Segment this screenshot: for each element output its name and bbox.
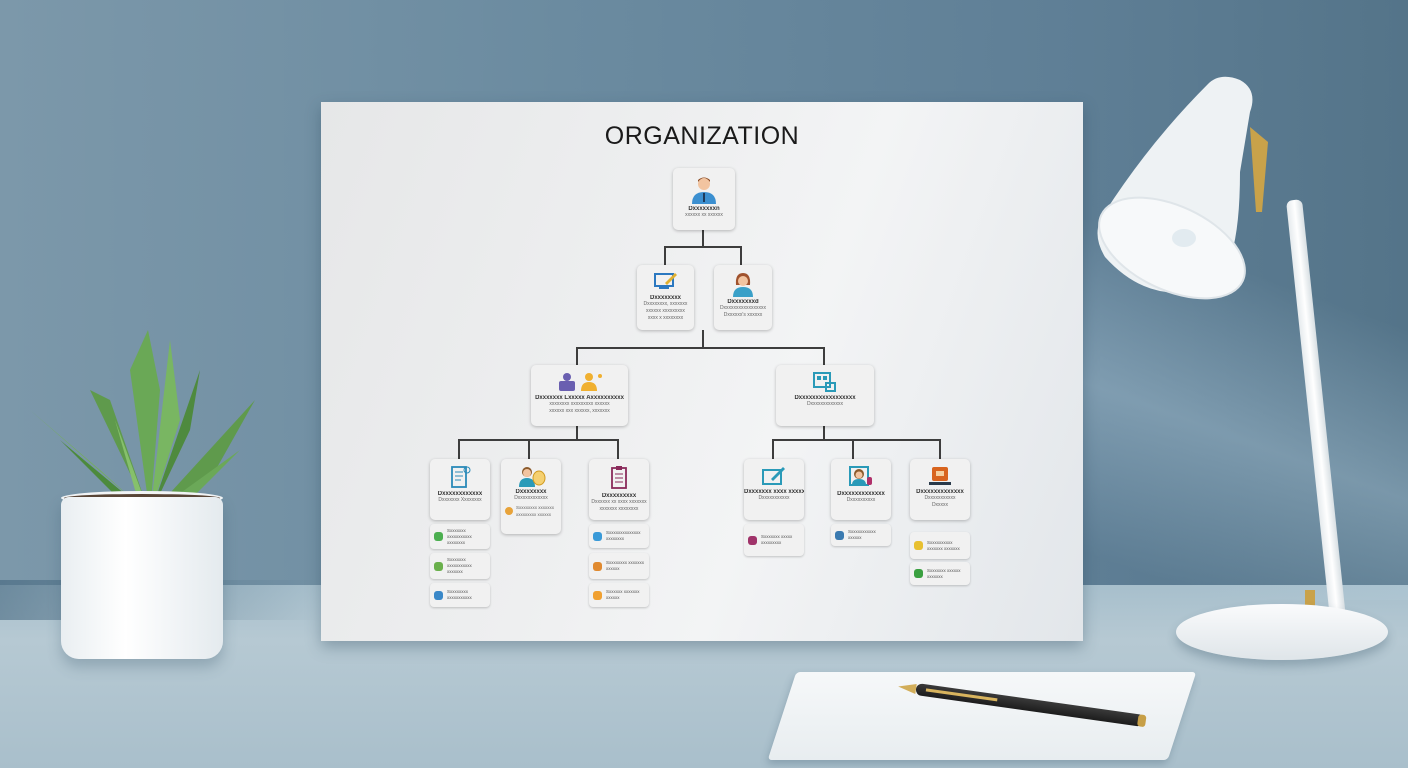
org-node-level3[interactable]: Dxxxxxxxxxxxx Dxxxxxxx Xxxxxxxx [430, 459, 490, 520]
blue-people-icon [434, 590, 443, 600]
connector [458, 439, 460, 459]
green-chart-icon [434, 561, 443, 571]
org-node-level2-left[interactable]: Dxxxxxxx Lxxxxx Axxxxxxxxxx xxxxxxxx xxx… [531, 365, 628, 426]
list-item[interactable]: Sxxxxxxx xxxxxxxxxxx xxxxxxx [430, 553, 490, 579]
blue-cloud-icon [593, 531, 602, 541]
person-screen-icon [849, 466, 872, 486]
connector [852, 439, 854, 459]
org-node-level3[interactable]: Dxxxxxxxxxxxxx Dxxxxxxxxxx [831, 459, 891, 520]
connector [823, 426, 825, 440]
connector [664, 246, 666, 266]
person-badge-icon [519, 467, 546, 487]
lamp-base [1176, 604, 1388, 660]
orange-monitor-icon [929, 467, 951, 485]
lamp-joint [1305, 590, 1315, 612]
org-node-level3[interactable]: Dxxxxxxxxxxxxx Dxxxxxxxxxxx Dxxxxx [910, 459, 970, 520]
list-item[interactable]: Sxxxxxxxx xxxxxxx xxxxxxxxx xxxxxx [501, 502, 561, 520]
list-item[interactable]: Sxxxxxxx xxxxxx xxxxxxx [910, 562, 970, 585]
list-item[interactable]: Sxxxxxx xxxxxxx xxxxxx [589, 583, 649, 607]
connector [664, 246, 742, 248]
connector [458, 439, 619, 441]
org-node-level3[interactable]: Dxxxxxxxxx Dxxxxxx xx xxxx xxxxxxx xxxxx… [589, 459, 649, 520]
connector [702, 230, 704, 246]
org-node-level1-right[interactable]: Dxxxxxxxd Dxxxxxxxxxxxxxxxxx Dxxxxxx's x… [714, 265, 772, 330]
connector [939, 439, 941, 459]
document-icon [451, 466, 471, 488]
list-item[interactable]: Sxxxxxxxx xxxxxxx xxxxxx [589, 553, 649, 579]
org-node-level3[interactable]: Dxxxxxxx xxxx xxxxxx Dxxxxxxxxxxx [744, 459, 804, 520]
blue-bank-icon [835, 530, 844, 540]
list-item[interactable]: Sxxxxxxx xxxxxxxxxxx xxxxxxxx [430, 524, 490, 549]
connector [617, 439, 619, 459]
connector [823, 347, 825, 365]
edit-board-icon [762, 467, 785, 485]
green-person-icon [914, 569, 923, 578]
connector [528, 439, 530, 459]
org-node-level2-right[interactable]: Dxxxxxxxxxxxxxxxxx Dxxxxxxxxxxxxx [776, 365, 874, 426]
list-item[interactable]: Sxxxxxxxxxxxxxx xxxxxxxx [589, 524, 649, 548]
orange-user-icon [593, 561, 602, 571]
connector [576, 426, 578, 440]
connector [772, 439, 941, 441]
plant-pot [61, 497, 223, 659]
chart-title: ORGANIZATION [604, 122, 800, 150]
yellow-group-icon [914, 541, 923, 550]
dashboard-icon [813, 372, 836, 392]
businessman-icon [692, 177, 716, 204]
connector [740, 246, 742, 266]
org-node-level1-left[interactable]: Dxxxxxxxx Dxxxxxxxx, xxxxxxx xxxxxx xxxx… [637, 265, 694, 330]
org-chart-board: ORGANIZATION Dxxxxxxxn xxxxxx xx xxxxxx … [321, 102, 1083, 641]
computer-edit-icon [653, 273, 677, 289]
clipboard-icon [611, 466, 627, 489]
connector [576, 347, 824, 349]
lamp-shade-icon [1097, 76, 1268, 300]
list-item[interactable]: Sxxxxxxxx xxxxxxxxxxx [430, 583, 490, 607]
org-node-root[interactable]: Dxxxxxxxn xxxxxx xx xxxxxx [673, 168, 735, 230]
businesswoman-icon [733, 273, 753, 297]
list-item[interactable]: Sxxxxxxx xxxxx xxxxxxxxx [744, 524, 804, 556]
list-item[interactable]: Sxxxxxxxxxxx xxxxxx [831, 524, 891, 546]
purple-people-icon [748, 535, 757, 545]
orange-group-icon [505, 507, 513, 515]
team-icon [558, 373, 602, 391]
orange-box-icon [593, 590, 602, 600]
connector [772, 439, 774, 459]
connector [702, 330, 704, 348]
org-node-level3[interactable]: Dxxxxxxxx Dxxxxxxxxxxxx Sxxxxxxxx xxxxxx… [501, 459, 561, 534]
connector [576, 347, 578, 365]
plant-leaves-icon [30, 330, 255, 515]
green-people-icon [434, 532, 443, 541]
list-item[interactable]: Sxxxxxxxxxx xxxxxxx xxxxxxx [910, 532, 970, 559]
